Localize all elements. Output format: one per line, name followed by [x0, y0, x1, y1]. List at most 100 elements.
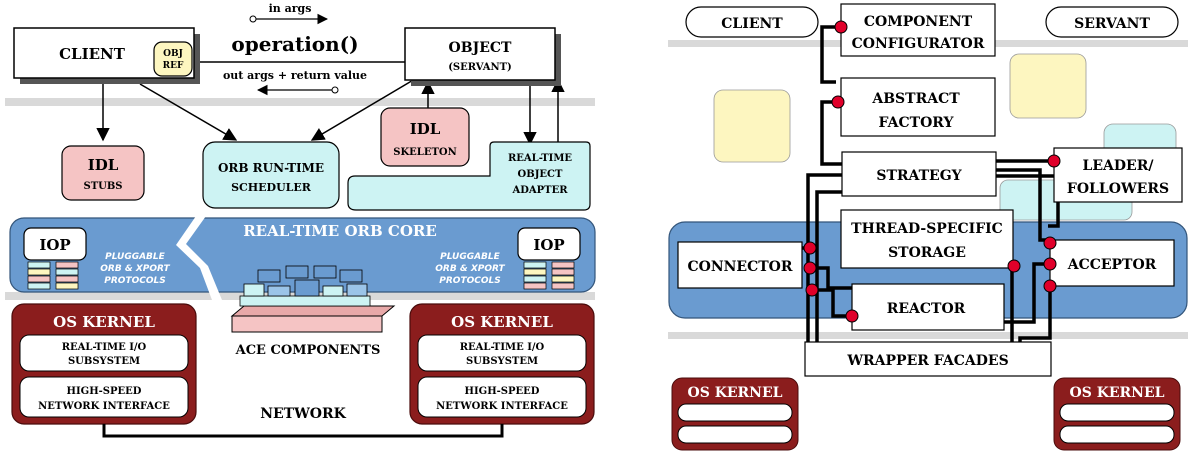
rp-dot — [834, 20, 848, 34]
rp-red-dots — [803, 20, 1061, 323]
rp-reactor-label: REACTOR — [887, 301, 966, 317]
rp-dot — [845, 309, 859, 323]
os-kernel-right-label: OS KERNEL — [451, 313, 553, 331]
rp-tss-line2: STORAGE — [888, 245, 966, 261]
rp-pale-yellow-right — [1009, 53, 1087, 119]
servant-label: (SERVANT) — [448, 62, 512, 73]
rp-dot — [1043, 257, 1057, 271]
idl-skeleton-line2: SKELETON — [393, 147, 456, 158]
rp-reactor-box — [851, 283, 1005, 331]
idl-skeleton-box — [380, 107, 470, 167]
orb-scheduler-box — [202, 141, 340, 209]
pluggable-right-line1: PLUGGABLE — [440, 252, 500, 262]
obj-ref-line1: OBJ — [163, 49, 183, 59]
rp-component-configurator-box — [840, 3, 996, 57]
rt-adapter-box — [347, 141, 591, 211]
rp-connector-label: CONNECTOR — [688, 259, 793, 275]
rp-pale-yellow-left — [713, 89, 791, 163]
protocol-stack-left — [27, 261, 79, 290]
out-args-label: out args + return value — [223, 69, 367, 82]
rp-dot — [831, 95, 845, 109]
rp-abstract-factory-line1: ABSTRACT — [871, 91, 960, 107]
client-label: CLIENT — [59, 45, 126, 63]
obj-ref-line2: REF — [163, 61, 184, 71]
rp-connector-box — [677, 241, 803, 289]
idl-skeleton-line1: IDL — [410, 120, 441, 138]
pluggable-right-line2: ORB & XPORT — [435, 264, 505, 274]
io-subsystem-right-line1: REAL-TIME I/O — [460, 342, 545, 353]
idl-stubs-line2: STUBS — [83, 181, 122, 192]
rt-adapter-line1: REAL-TIME — [508, 153, 572, 164]
rp-wrapper-facades-box — [804, 341, 1052, 377]
rp-leader-followers-line1: LEADER/ — [1083, 158, 1155, 174]
io-subsystem-left-box — [19, 334, 189, 372]
in-args-label: in args — [269, 2, 312, 15]
io-subsystem-left-line2: SUBSYSTEM — [68, 356, 140, 367]
rp-dot — [805, 283, 819, 297]
rt-adapter-line3: ADAPTER — [511, 185, 568, 196]
io-subsystem-right-box — [417, 334, 587, 372]
rp-os-right-slot — [1059, 403, 1175, 422]
rp-dot — [803, 261, 817, 275]
orb-core-label: REAL-TIME ORB CORE — [243, 222, 437, 240]
rp-leader-followers-box — [1053, 147, 1183, 203]
orb-core-break — [176, 216, 222, 300]
iop-right-label: IOP — [533, 236, 564, 254]
io-subsystem-left-line1: REAL-TIME I/O — [62, 342, 147, 353]
ace-components-label: ACE COMPONENTS — [235, 343, 381, 358]
pluggable-right-line3: PROTOCOLS — [439, 276, 500, 286]
orb-scheduler-line2: SCHEDULER — [231, 181, 312, 194]
rp-component-configurator-line2: CONFIGURATOR — [852, 36, 985, 52]
rp-os-left-slot — [677, 403, 793, 422]
idl-stubs-line1: IDL — [88, 156, 119, 174]
rp-dot — [1007, 259, 1021, 273]
rp-component-configurator-line1: COMPONENT — [864, 14, 973, 30]
iop-left-box — [23, 227, 87, 261]
object-box — [404, 27, 556, 81]
rp-strategy-box — [841, 151, 997, 197]
orb-scheduler-line1: ORB RUN-TIME — [218, 161, 324, 175]
operation-label: operation() — [231, 32, 358, 56]
network-line — [102, 424, 504, 438]
rp-servant-oval — [1045, 6, 1179, 38]
rp-os-right-slot — [1059, 425, 1175, 444]
rp-acceptor-label: ACCEPTOR — [1067, 257, 1157, 273]
rp-client-label: CLIENT — [721, 16, 783, 32]
rp-tss-box — [840, 209, 1014, 269]
protocol-stack-right — [523, 261, 575, 290]
rp-leader-followers-line2: FOLLOWERS — [1067, 181, 1169, 197]
net-interface-left-box — [19, 376, 189, 418]
network-label: NETWORK — [260, 406, 346, 422]
rp-dot — [803, 241, 817, 255]
rp-strategy-label: STRATEGY — [876, 168, 962, 184]
rt-adapter-line2: OBJECT — [518, 169, 563, 180]
rp-acceptor-box — [1049, 239, 1175, 287]
pluggable-left-line2: ORB & XPORT — [100, 264, 170, 274]
rp-dot — [1043, 279, 1057, 293]
pluggable-left-line3: PROTOCOLS — [104, 276, 165, 286]
net-interface-left-line2: NETWORK INTERFACE — [38, 401, 170, 412]
rp-os-kernel-left-label: OS KERNEL — [688, 385, 783, 401]
io-subsystem-right-line2: SUBSYSTEM — [466, 356, 538, 367]
net-interface-right-line2: NETWORK INTERFACE — [436, 401, 568, 412]
net-interface-right-line1: HIGH-SPEED — [465, 386, 540, 397]
net-interface-left-line1: HIGH-SPEED — [67, 386, 142, 397]
left-diagram: CLIENT OBJ REF in args operation() out a… — [5, 2, 596, 438]
iop-left-label: IOP — [39, 236, 70, 254]
rp-os-left-slot — [677, 425, 793, 444]
rp-servant-label: SERVANT — [1074, 16, 1150, 32]
rp-tss-line1: THREAD-SPECIFIC — [851, 221, 1003, 237]
net-interface-right-box — [417, 376, 587, 418]
object-label: OBJECT — [449, 40, 512, 56]
rp-os-kernel-right-label: OS KERNEL — [1070, 385, 1165, 401]
right-diagram: CLIENT SERVANT COMPONENT CON — [668, 3, 1188, 451]
rp-client-oval — [685, 6, 819, 38]
rp-wrapper-facades-label: WRAPPER FACADES — [846, 353, 1008, 369]
ace-components-graphic — [230, 265, 396, 333]
rp-dot — [1043, 236, 1057, 250]
rp-dot — [1047, 154, 1061, 168]
rp-abstract-factory-line2: FACTORY — [879, 115, 955, 131]
obj-ref-box — [153, 41, 193, 77]
os-kernel-left-label: OS KERNEL — [53, 313, 155, 331]
